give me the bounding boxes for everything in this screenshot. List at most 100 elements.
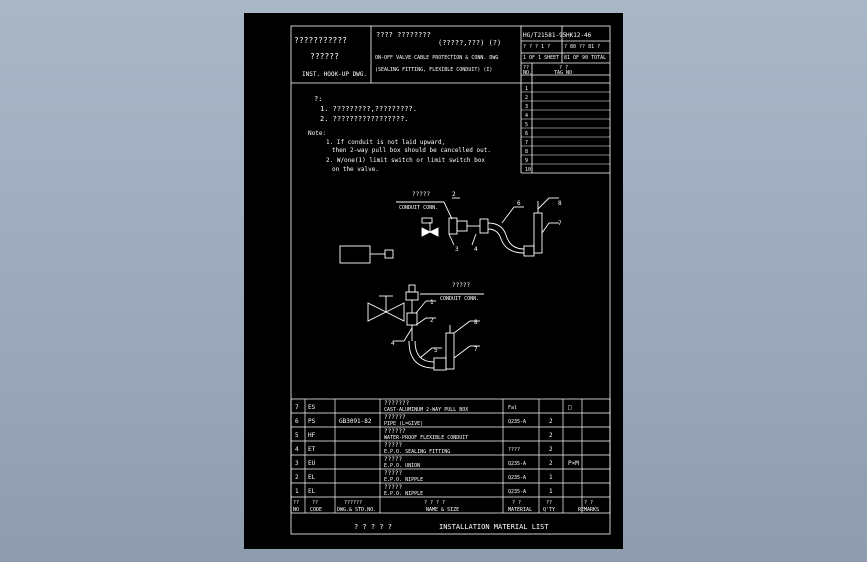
ml-head-mat-en: MATERIAL — [508, 507, 532, 513]
ml-head-spec-en: DWG.& STD.NO. — [337, 507, 376, 513]
tag-col-no-cn: ?? — [523, 65, 529, 71]
ml-row-code: EL — [308, 474, 316, 481]
ml-row-no: 4 — [295, 446, 299, 453]
ml-row-name-cn: ????? — [384, 484, 402, 491]
ml-row-name-en: PIPE (L=GIVE) — [384, 421, 423, 427]
org-line-1: ??????????? — [294, 36, 347, 45]
tag-row-no: 9 — [525, 158, 528, 164]
callout-bottom-5: 5 — [434, 347, 438, 354]
callout-bottom-7: 7 — [474, 346, 478, 353]
ml-head-name-cn: ? ? ? ? — [424, 500, 445, 506]
callout-bottom-2: 2 — [430, 317, 434, 324]
bottom-conduit-en: CONDUIT CONN. — [440, 296, 479, 302]
note-en-2a: 2. W/one(1) limit switch or limit switch… — [326, 157, 485, 164]
material-list-grid — [290, 398, 611, 514]
top-conduit-cn: ????? — [412, 191, 430, 198]
ml-row-material: Q235-A — [508, 419, 526, 425]
upper-assembly — [396, 197, 559, 257]
callout-top-2: 2 — [452, 191, 456, 198]
dept-label: INST. HOOK-UP DWG. — [302, 71, 367, 78]
ml-row-code: PS — [308, 418, 316, 425]
ml-row-qty: 2 — [549, 418, 553, 425]
ml-row-name-cn: ????? — [384, 456, 402, 463]
callout-top-6: 6 — [517, 200, 521, 207]
ml-row-name-cn: ??????? — [384, 400, 410, 407]
ml-row-code: HF — [308, 432, 316, 439]
ml-row-name-en: CAST-ALUMINUM 2-WAY PULL BOX — [384, 407, 468, 413]
tag-row-no: 1 — [525, 86, 528, 92]
tag-row-no: 6 — [525, 131, 528, 137]
title-cn: ???? ???????? — [376, 31, 431, 39]
ml-row-material: ???? — [508, 447, 520, 453]
bottom-conduit-cn: ????? — [452, 282, 470, 289]
tag-row-no: 2 — [525, 95, 528, 101]
note-cn-head: ?: — [314, 95, 322, 103]
ml-head-rem-cn: ? ? — [584, 500, 593, 506]
ml-row-name-cn: ????? — [384, 470, 402, 477]
ml-row-material: Fal — [508, 405, 517, 411]
ml-head-no-en: NO — [293, 507, 299, 513]
tag-col-no-en: NO. — [523, 70, 532, 76]
ml-row-name-cn: ?????? — [384, 428, 406, 435]
dwg-no: HK12-46 — [566, 32, 592, 39]
note-cn-2: 2. ?????????????????. — [320, 115, 409, 123]
ml-row-no: 1 — [295, 488, 299, 495]
ml-head-rem-en: REMARKS — [578, 507, 599, 513]
callout-bottom-4: 4 — [391, 340, 395, 347]
callout-top-4: 4 — [474, 246, 478, 253]
ml-row-no: 5 — [295, 432, 299, 439]
callout-bottom-8: 8 — [474, 319, 478, 326]
ml-row-name-en: E.P.O. UNION — [384, 463, 420, 469]
ml-row-remark: P×M — [568, 460, 579, 467]
ml-head-code-cn: ?? — [312, 500, 318, 506]
ml-row-no: 3 — [295, 460, 299, 467]
ml-head-qty-en: Q'TY — [543, 507, 555, 513]
note-en-head: Note: — [308, 130, 326, 137]
material-list-footer-en: INSTALLATION MATERIAL LIST — [439, 523, 549, 531]
title-en-2: (SEALING FITTING, FLEXIBLE CONDUIT) (I) — [375, 67, 492, 73]
callout-bottom-1: 1 — [430, 299, 434, 306]
title-cn-2: (?????,???) (?) — [438, 39, 501, 47]
ml-row-material: Q235-A — [508, 489, 526, 495]
cad-drawing: ??????????? ?????? INST. HOOK-UP DWG. ??… — [290, 25, 611, 535]
ml-row-name-cn: ????? — [384, 442, 402, 449]
ml-row-code: ES — [308, 404, 316, 411]
lower-assembly — [339, 245, 484, 371]
tag-col-tag-en: TAG NO — [554, 70, 572, 76]
org-line-2: ?????? — [310, 52, 339, 61]
ml-row-name-cn: ?????? — [384, 414, 406, 421]
note-en-2b: on the valve. — [332, 166, 379, 173]
tag-row-no: 8 — [525, 149, 528, 155]
callout-top-3: 3 — [455, 246, 459, 253]
title-en-1: ON-OFF VALVE CABLE PROTECTION & CONN. DW… — [375, 55, 498, 61]
ml-row-name-en: E.P.O. NIPPLE — [384, 491, 423, 497]
tag-col-tag-cn: ? ? — [559, 65, 568, 71]
ml-row-code: EL — [308, 488, 316, 495]
note-cn-1: 1. ?????????,?????????. — [320, 105, 417, 113]
ml-row-code: ET — [308, 446, 316, 453]
inner-border — [290, 25, 611, 535]
ml-head-qty-cn: ?? — [546, 500, 552, 506]
ml-row-name-en: E.P.O. SEALING FITTING — [384, 449, 450, 455]
ml-row-remark: □ — [568, 404, 572, 411]
ml-head-mat-cn: ? ? — [512, 500, 521, 506]
ml-row-material: Q235-A — [508, 461, 526, 467]
tag-row-no: 3 — [525, 104, 528, 110]
note-en-1b: then 2-way pull box should be cancelled … — [332, 147, 491, 154]
ml-head-spec-cn: ?????? — [344, 500, 362, 506]
ml-row-qty: 1 — [549, 474, 553, 481]
tag-row-no: 7 — [525, 140, 528, 146]
ml-row-name-en: E.P.O. NIPPLE — [384, 477, 423, 483]
ml-row-qty: 1 — [549, 488, 553, 495]
ml-row-name-en: WATER-PROOF FLEXIBLE CONDUIT — [384, 435, 468, 441]
tag-row-no: 4 — [525, 113, 528, 119]
tag-row-no: 10 — [525, 167, 531, 173]
total-cn: ? 80 ?? 81 ? — [564, 44, 600, 50]
ml-head-no-cn: ?? — [293, 500, 299, 506]
ml-row-qty: 2 — [549, 460, 553, 467]
ml-row-no: 7 — [295, 404, 299, 411]
ml-row-no: 2 — [295, 474, 299, 481]
callout-top-8: 8 — [558, 200, 562, 207]
ml-head-code-en: CODE — [310, 507, 322, 513]
ml-head-name-en: NAME & SIZE — [426, 507, 459, 513]
